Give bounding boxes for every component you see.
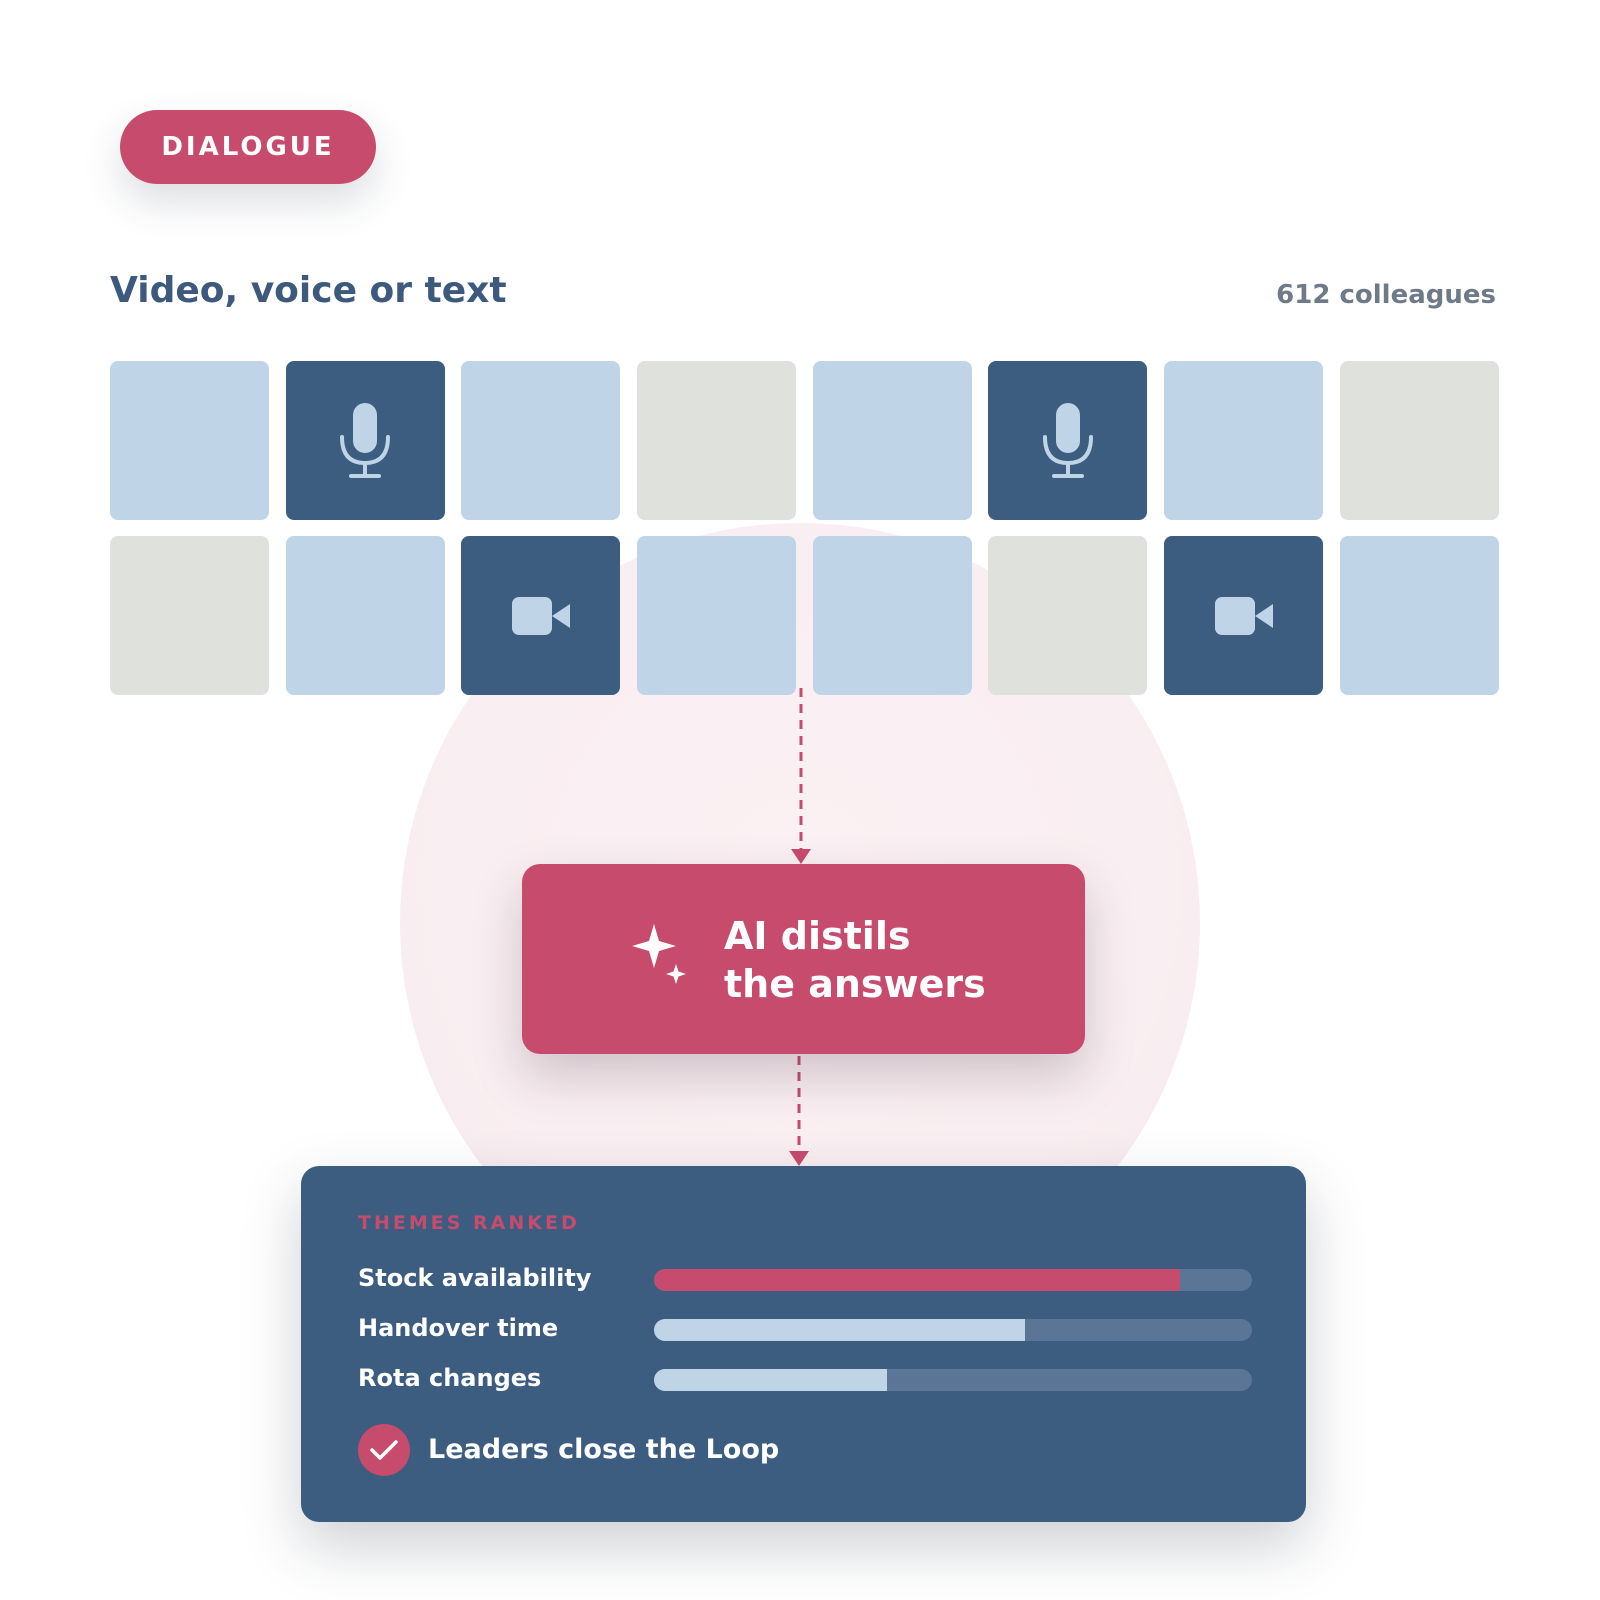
voice-response-tile xyxy=(285,361,445,520)
text-response-tile xyxy=(110,536,269,695)
theme-bar-track xyxy=(654,1319,1252,1341)
text-response-tile xyxy=(988,536,1148,695)
theme-bar-track xyxy=(654,1369,1252,1391)
ai-distil-step: AI distils the answers xyxy=(522,864,1085,1054)
themes-ranked-panel: THEMES RANKED Stock availability Handove… xyxy=(301,1166,1306,1522)
video-response-tile xyxy=(461,536,621,695)
themes-heading: THEMES RANKED xyxy=(358,1212,580,1234)
text-response-tile xyxy=(812,361,972,520)
section-title: Video, voice or text xyxy=(110,270,507,311)
connector-arrow-top xyxy=(791,849,811,864)
text-response-tile xyxy=(637,361,797,520)
theme-label: Handover time xyxy=(358,1314,559,1342)
check-icon xyxy=(358,1424,410,1476)
voice-response-tile xyxy=(988,361,1148,520)
theme-label: Stock availability xyxy=(358,1264,592,1292)
theme-bar-fill xyxy=(654,1269,1181,1291)
microphone-icon xyxy=(338,402,392,479)
video-camera-icon xyxy=(511,596,570,635)
ai-step-text: AI distils the answers xyxy=(724,914,986,1006)
sparkle-icon xyxy=(632,924,686,984)
video-response-tile xyxy=(1164,536,1324,695)
text-response-tile xyxy=(1339,536,1499,695)
text-response-tile xyxy=(110,361,269,520)
text-response-tile xyxy=(461,361,621,520)
connector-arrow-bottom xyxy=(789,1151,809,1166)
microphone-icon xyxy=(1041,402,1095,479)
text-response-tile xyxy=(812,536,972,695)
outcome-label: Leaders close the Loop xyxy=(428,1434,780,1465)
text-response-tile xyxy=(1164,361,1324,520)
theme-bar-track xyxy=(654,1269,1252,1291)
colleague-count: 612 colleagues xyxy=(1276,280,1496,310)
theme-row: Rota changes xyxy=(358,1363,1258,1393)
outcome-row: Leaders close the Loop xyxy=(358,1424,1058,1476)
theme-label: Rota changes xyxy=(358,1364,542,1392)
video-camera-icon xyxy=(1214,596,1273,635)
response-tile-grid xyxy=(110,361,1499,695)
text-response-tile xyxy=(285,536,445,695)
theme-row: Handover time xyxy=(358,1313,1258,1343)
theme-bar-fill xyxy=(654,1369,888,1391)
text-response-tile xyxy=(637,536,797,695)
dialogue-badge: DIALOGUE xyxy=(120,110,376,184)
theme-bar-fill xyxy=(654,1319,1025,1341)
theme-row: Stock availability xyxy=(358,1263,1258,1293)
text-response-tile xyxy=(1339,361,1499,520)
